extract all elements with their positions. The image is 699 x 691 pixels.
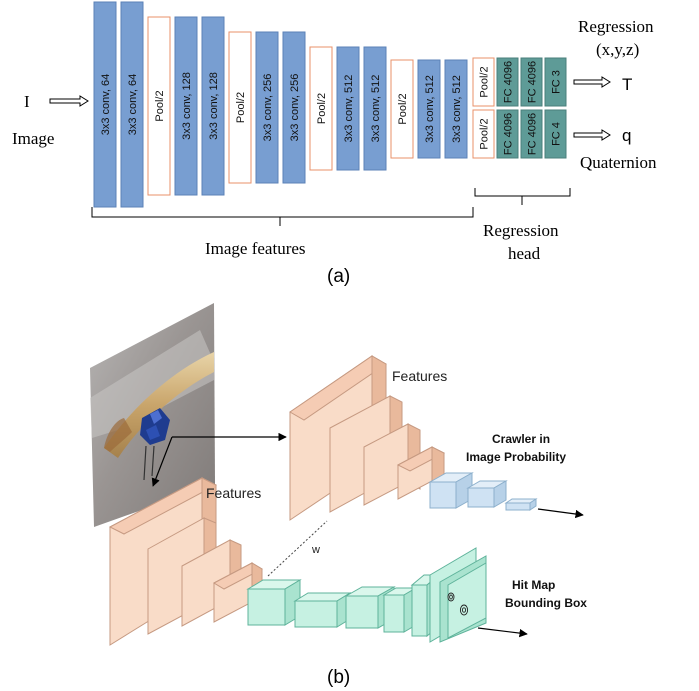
- layer-conv-1: 3x3 conv, 64: [93, 1, 117, 208]
- hitmap-blocks: [246, 547, 487, 643]
- input-image-label: Image: [12, 129, 54, 148]
- layer-label: 3x3 conv, 512: [451, 75, 463, 143]
- hitmap-label-line1: Hit Map: [512, 578, 555, 592]
- quaternion-label: Quaternion: [580, 153, 657, 172]
- bottom-feature-stack: [108, 477, 264, 646]
- layer-label: 3x3 conv, 64: [100, 74, 112, 136]
- crawler-label-line2: Image Probability: [466, 450, 566, 464]
- crawler-output-arrow: [537, 508, 584, 519]
- head-bottom-fc-3: FC 4096: [520, 109, 543, 159]
- layer-conv-10: 3x3 conv, 512: [336, 46, 360, 171]
- backbone-layers: 3x3 conv, 64 3x3 conv, 64 Pool/2 3x3 conv, …: [93, 1, 468, 208]
- crawler-blocks: [428, 472, 538, 511]
- layer-label: 3x3 conv, 512: [370, 75, 382, 143]
- weight-sharing-label: w: [311, 544, 320, 556]
- head-layer-label: Pool/2: [479, 118, 491, 149]
- crawler-robot: [140, 408, 170, 445]
- layer-conv-11: 3x3 conv, 512: [363, 46, 387, 171]
- layer-conv-13: 3x3 conv, 512: [417, 59, 441, 159]
- head-bottom-fc-2: FC 4096: [496, 109, 519, 159]
- layer-label: 3x3 conv, 128: [208, 72, 220, 140]
- input-photo: [90, 303, 215, 527]
- output-q-arrow: [573, 129, 611, 141]
- part-b: Features Features: [90, 303, 587, 688]
- regression-head-label-line1: Regression: [483, 221, 559, 240]
- head-layer-label: FC 4096: [503, 61, 515, 103]
- regression-title: Regression: [578, 17, 654, 36]
- features-label-top: Features: [392, 368, 447, 384]
- layer-label: 3x3 conv, 64: [127, 74, 139, 136]
- head-top-fc-3: FC 4096: [520, 57, 543, 107]
- hitmap-output-plane: [429, 547, 487, 643]
- hitmap-label-line2: Bounding Box: [505, 596, 587, 610]
- layer-label: 3x3 conv, 256: [289, 74, 301, 142]
- regression-head-layers: Pool/2 FC 4096 FC 4096 FC 3 Pool/2 FC 4096 FC …: [472, 57, 567, 159]
- crawler-label-line1: Crawler in: [492, 432, 550, 446]
- layer-pool-6: Pool/2: [228, 31, 252, 184]
- head-top-pool-1: Pool/2: [472, 57, 495, 107]
- head-layer-label: FC 3: [551, 70, 563, 94]
- layer-label: 3x3 conv, 512: [424, 75, 436, 143]
- crawler-block-2: [466, 480, 508, 508]
- regression-head-brace: [474, 188, 571, 205]
- layer-conv-2: 3x3 conv, 64: [120, 1, 144, 208]
- photo-to-features-arrow: [151, 432, 287, 487]
- head-layer-label: FC 4096: [503, 113, 515, 155]
- output-t-arrow: [573, 76, 611, 88]
- hitmap-target-icon-2: [459, 604, 469, 616]
- head-bottom-fc-4: FC 4: [544, 109, 567, 159]
- layer-label: Pool/2: [397, 93, 409, 124]
- head-bottom-pool-1: Pool/2: [472, 109, 495, 159]
- layer-conv-7: 3x3 conv, 256: [255, 31, 279, 184]
- weight-sharing-link: [267, 520, 328, 577]
- image-features-label: Image features: [205, 239, 306, 258]
- layer-conv-8: 3x3 conv, 256: [282, 31, 306, 184]
- output-q: q: [622, 126, 631, 145]
- hitmap-output-arrow: [477, 627, 528, 638]
- layer-label: 3x3 conv, 512: [343, 75, 355, 143]
- output-t: T: [622, 75, 632, 94]
- input-arrow: [49, 95, 89, 107]
- layer-label: Pool/2: [316, 93, 328, 124]
- layer-pool-9: Pool/2: [309, 46, 333, 171]
- hitmap-target-icon-1: [447, 592, 455, 602]
- head-top-fc-2: FC 4096: [496, 57, 519, 107]
- layer-conv-5: 3x3 conv, 128: [201, 16, 225, 196]
- head-layer-label: FC 4096: [527, 113, 539, 155]
- caption-a: (a): [327, 266, 350, 287]
- layer-conv-14: 3x3 conv, 512: [444, 59, 468, 159]
- regression-head-label-line2: head: [508, 244, 541, 263]
- caption-b: (b): [327, 667, 350, 688]
- crawler-block-1: [428, 472, 474, 509]
- image-features-brace: [91, 207, 474, 226]
- hitmap-block-4: [382, 587, 418, 633]
- layer-pool-12: Pool/2: [390, 59, 414, 159]
- layer-label: 3x3 conv, 256: [262, 74, 274, 142]
- hitmap-block-2: [293, 592, 352, 628]
- top-feature-stack: [289, 355, 446, 521]
- top-feature-map-4: [396, 446, 446, 500]
- layer-conv-4: 3x3 conv, 128: [174, 16, 198, 196]
- head-layer-label: FC 4096: [527, 61, 539, 103]
- layer-label: 3x3 conv, 128: [181, 72, 193, 140]
- head-layer-label: Pool/2: [479, 66, 491, 97]
- head-layer-label: FC 4: [551, 122, 563, 146]
- crawler-block-3: [504, 498, 538, 511]
- head-top-fc-4: FC 3: [544, 57, 567, 107]
- input-symbol: I: [24, 92, 30, 111]
- layer-label: Pool/2: [235, 92, 247, 123]
- hitmap-block-1: [246, 579, 302, 626]
- features-label-bottom: Features: [206, 485, 261, 501]
- layer-label: Pool/2: [154, 90, 166, 121]
- layer-pool-3: Pool/2: [147, 16, 171, 196]
- regression-coords: (x,y,z): [596, 40, 639, 59]
